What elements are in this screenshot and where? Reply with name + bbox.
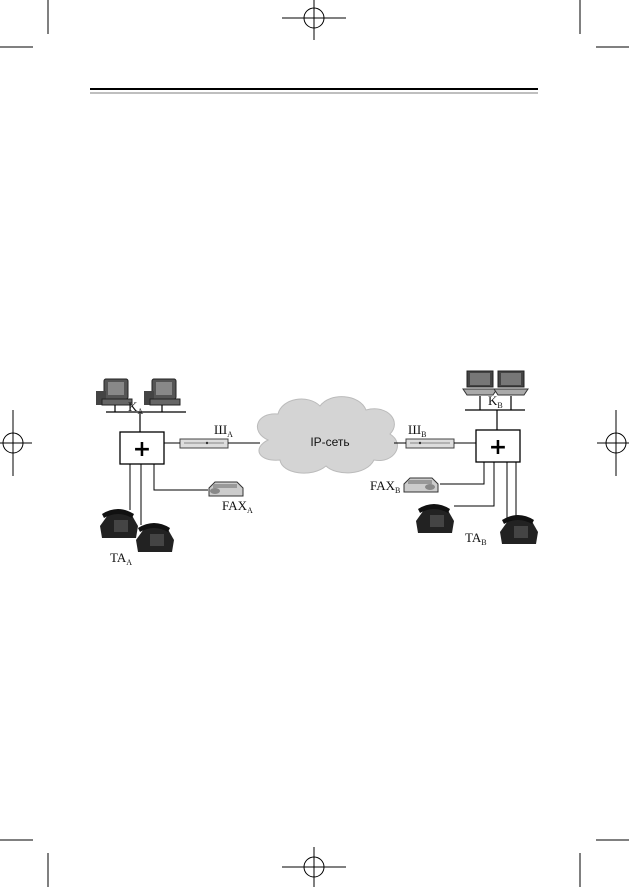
lan-bus-a bbox=[106, 405, 186, 432]
pbx-a-symbol: + bbox=[133, 437, 151, 462]
lan-bus-b bbox=[465, 396, 525, 430]
fax-b-icon bbox=[403, 477, 439, 493]
gateway-a-label: ШA bbox=[214, 422, 233, 439]
fax-a-icon bbox=[208, 481, 244, 497]
gateway-b-label: ШB bbox=[408, 422, 426, 439]
registration-mark-left bbox=[0, 410, 32, 476]
phone-icon bbox=[500, 515, 538, 544]
pbx-b: + bbox=[475, 429, 521, 463]
pbx-b-symbol: + bbox=[489, 435, 507, 460]
phones-a-label: TAA bbox=[110, 550, 132, 567]
laptop-icon bbox=[493, 370, 529, 396]
phone-icon bbox=[136, 523, 174, 552]
links-pbx-a-terminals bbox=[129, 464, 208, 525]
registration-mark-right bbox=[597, 410, 629, 476]
laptop-icon bbox=[462, 370, 498, 396]
cloud-label: IP-сеть bbox=[310, 435, 349, 449]
gateway-b-icon bbox=[405, 438, 455, 449]
registration-mark-bottom bbox=[282, 847, 346, 887]
phones-b-label: TAB bbox=[465, 530, 487, 547]
gateway-a-icon bbox=[179, 438, 229, 449]
registration-mark-top bbox=[282, 0, 346, 40]
computer-icon bbox=[96, 378, 133, 406]
phone-icon bbox=[100, 509, 138, 538]
computer-icon bbox=[144, 378, 181, 406]
computers-a-label: KA bbox=[128, 399, 143, 416]
fax-b-label: FAXB bbox=[370, 478, 400, 495]
links-pbx-b-terminals bbox=[440, 462, 517, 520]
pbx-a: + bbox=[119, 431, 165, 465]
ip-network-cloud: IP-сеть bbox=[256, 396, 398, 474]
fax-a-label: FAXA bbox=[222, 498, 253, 515]
phone-icon bbox=[416, 504, 454, 533]
header-rule bbox=[90, 88, 538, 94]
computers-b-label: KB bbox=[488, 393, 503, 410]
